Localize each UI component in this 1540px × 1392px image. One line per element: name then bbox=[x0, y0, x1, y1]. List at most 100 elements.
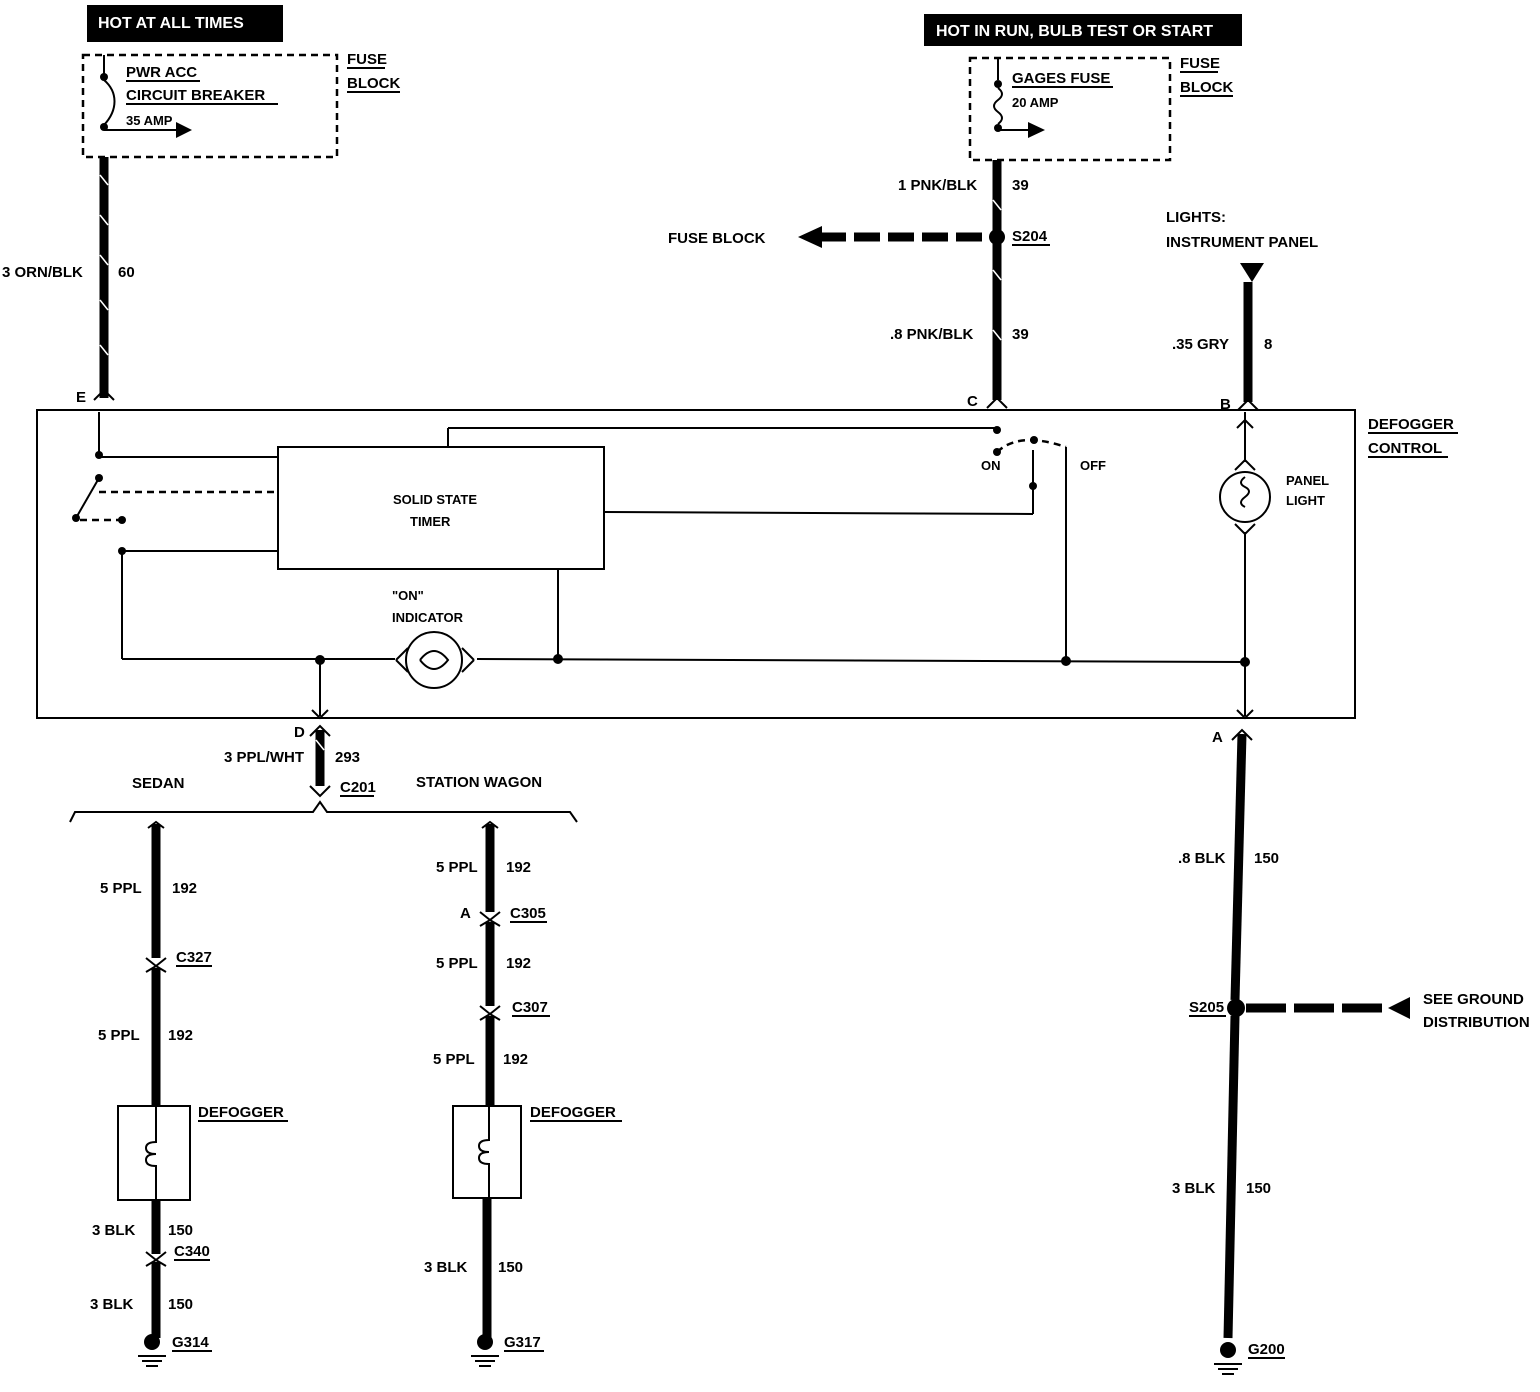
wire-blk-b-num: 150 bbox=[1246, 1180, 1271, 1197]
circuit-breaker-icon bbox=[100, 55, 192, 138]
pin-d: D bbox=[294, 724, 305, 741]
sedan-blk-1-label: 3 BLK bbox=[92, 1222, 136, 1239]
control-internal-wiring bbox=[72, 412, 1254, 720]
timer-label-2: TIMER bbox=[410, 514, 451, 529]
s205-label: S205 bbox=[1189, 999, 1224, 1016]
wire-pnk-blk-2-num: 39 bbox=[1012, 326, 1029, 343]
sedan-blk-2-label: 3 BLK bbox=[90, 1296, 134, 1313]
c201-label: C201 bbox=[340, 779, 376, 796]
wire-pnk-blk bbox=[986, 160, 1008, 409]
sedan-defogger-grid-icon bbox=[117, 1105, 191, 1201]
c307-label: C307 bbox=[512, 999, 548, 1016]
lights-arrow-icon bbox=[1240, 263, 1264, 282]
wagon-blk-num: 150 bbox=[498, 1259, 523, 1276]
fuse-icon bbox=[993, 58, 1045, 138]
wire-orn-blk bbox=[93, 157, 115, 401]
solid-state-timer bbox=[277, 446, 605, 570]
defogger-control-label-2: CONTROL bbox=[1368, 440, 1442, 457]
fuse-block-right-label-1: FUSE bbox=[1180, 55, 1220, 72]
wagon-ppl-1-label: 5 PPL bbox=[436, 859, 478, 876]
see-ground-label-2: DISTRIBUTION bbox=[1423, 1014, 1530, 1031]
sedan-ppl-2-num: 192 bbox=[168, 1027, 193, 1044]
wagon-defogger-label: DEFOGGER bbox=[530, 1104, 616, 1121]
wire-blk-ground bbox=[1223, 728, 1253, 1339]
wagon-defogger-grid-icon bbox=[452, 1105, 522, 1199]
fuse-block-left-label-2: BLOCK bbox=[347, 75, 400, 92]
defogger-control-label-1: DEFOGGER bbox=[1368, 416, 1454, 433]
hot-at-all-times-box bbox=[87, 5, 283, 42]
breaker-label-1: PWR ACC bbox=[126, 64, 197, 81]
wagon-blk-label: 3 BLK bbox=[424, 1259, 468, 1276]
wire-pnk-blk-1-label: 1 PNK/BLK bbox=[898, 177, 977, 194]
wire-pnk-blk-1-num: 39 bbox=[1012, 177, 1029, 194]
g317-label: G317 bbox=[504, 1334, 541, 1351]
switch-off-label: OFF bbox=[1080, 458, 1106, 473]
fuse-block-right bbox=[968, 56, 1172, 162]
panel-light-label-1: PANEL bbox=[1286, 473, 1329, 488]
sedan-ppl-1-label: 5 PPL bbox=[100, 880, 142, 897]
sedan-wire bbox=[145, 820, 167, 1338]
see-ground-label-1: SEE GROUND bbox=[1423, 991, 1524, 1008]
wagon-ppl-3-label: 5 PPL bbox=[433, 1051, 475, 1068]
wire-blk-a-num: 150 bbox=[1254, 850, 1279, 867]
defogger-control-box bbox=[36, 409, 1356, 719]
station-wagon-label: STATION WAGON bbox=[416, 774, 542, 791]
timer-label-1: SOLID STATE bbox=[393, 492, 477, 507]
gages-fuse-rating: 20 AMP bbox=[1012, 95, 1059, 110]
wagon-ppl-2-num: 192 bbox=[506, 955, 531, 972]
ground-g314-icon bbox=[138, 1334, 166, 1367]
ground-g317-icon bbox=[471, 1334, 499, 1367]
fuse-block-arrow bbox=[798, 226, 990, 248]
c305-pin: A bbox=[460, 905, 471, 922]
sedan-label: SEDAN bbox=[132, 775, 185, 792]
c327-label: C327 bbox=[176, 949, 212, 966]
lights-label-1: LIGHTS: bbox=[1166, 209, 1226, 226]
switch-on-label: ON bbox=[981, 458, 1001, 473]
wagon-ppl-1-num: 192 bbox=[506, 859, 531, 876]
sedan-blk-1-num: 150 bbox=[168, 1222, 193, 1239]
branch-brace bbox=[69, 800, 578, 823]
breaker-label-2: CIRCUIT BREAKER bbox=[126, 87, 265, 104]
wire-ppl-wht-num: 293 bbox=[335, 749, 360, 766]
fuse-block-left bbox=[81, 53, 339, 159]
wire-orn-blk-label: 3 ORN/BLK bbox=[2, 264, 83, 281]
pin-a: A bbox=[1212, 729, 1223, 746]
panel-light-label-2: LIGHT bbox=[1286, 493, 1325, 508]
fuse-block-right-label-2: BLOCK bbox=[1180, 79, 1233, 96]
wire-ppl-wht bbox=[309, 724, 331, 798]
c305-label: C305 bbox=[510, 905, 546, 922]
sedan-blk-2-num: 150 bbox=[168, 1296, 193, 1313]
pin-c: C bbox=[967, 393, 978, 410]
breaker-rating: 35 AMP bbox=[126, 113, 173, 128]
wagon-ppl-2-label: 5 PPL bbox=[436, 955, 478, 972]
indicator-label-2: INDICATOR bbox=[392, 610, 464, 625]
ground-g200-icon bbox=[1214, 1342, 1242, 1375]
splice-s205 bbox=[1227, 999, 1245, 1017]
fuse-block-left-label-1: FUSE bbox=[347, 51, 387, 68]
indicator-label-1: "ON" bbox=[392, 588, 424, 603]
hot-in-run-label: HOT IN RUN, BULB TEST OR START bbox=[936, 23, 1213, 40]
g314-label: G314 bbox=[172, 1334, 209, 1351]
wire-blk-a-label: .8 BLK bbox=[1178, 850, 1226, 867]
gages-fuse-label: GAGES FUSE bbox=[1012, 70, 1110, 87]
sedan-ppl-2-label: 5 PPL bbox=[98, 1027, 140, 1044]
g200-label: G200 bbox=[1248, 1341, 1285, 1358]
wire-orn-blk-num: 60 bbox=[118, 264, 135, 281]
sedan-ppl-1-num: 192 bbox=[172, 880, 197, 897]
fuse-block-arrow-label: FUSE BLOCK bbox=[668, 230, 766, 247]
ground-distribution-arrow bbox=[1246, 997, 1410, 1019]
wire-pnk-blk-2-label: .8 PNK/BLK bbox=[890, 326, 974, 343]
sedan-defogger-label: DEFOGGER bbox=[198, 1104, 284, 1121]
wagon-ppl-3-num: 192 bbox=[503, 1051, 528, 1068]
on-indicator-lamp-icon bbox=[395, 631, 475, 689]
panel-light-bulb-icon bbox=[1219, 458, 1271, 536]
hot-at-all-times-label: HOT AT ALL TIMES bbox=[98, 15, 244, 32]
wire-blk-b-label: 3 BLK bbox=[1172, 1180, 1216, 1197]
pin-e: E bbox=[76, 389, 86, 406]
lights-label-2: INSTRUMENT PANEL bbox=[1166, 234, 1318, 251]
hot-in-run-box bbox=[924, 14, 1242, 46]
wire-gry-label: .35 GRY bbox=[1172, 336, 1229, 353]
wire-gry-num: 8 bbox=[1264, 336, 1272, 353]
wagon-wire bbox=[479, 820, 501, 1338]
